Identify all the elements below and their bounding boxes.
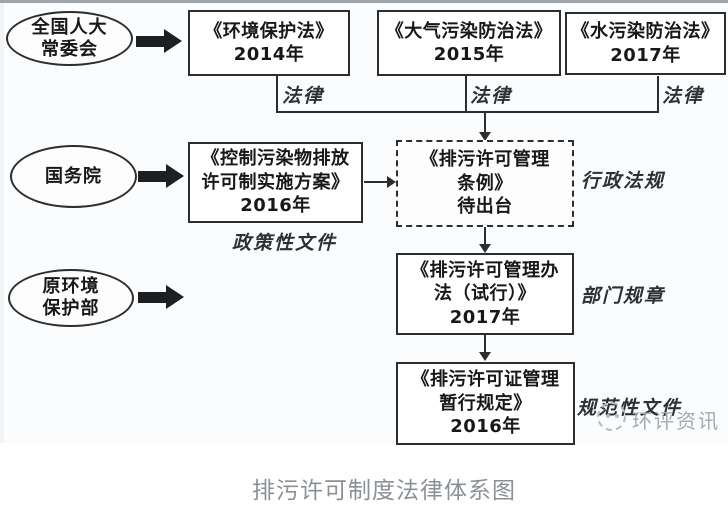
node-permit-management-regulation-pending: 《排污许可管理 条例》 待出台	[396, 140, 574, 227]
node-title: 《环境保护法》	[204, 20, 334, 42]
node-year: 2017年	[449, 306, 521, 328]
actor-label: 国务院	[45, 165, 102, 187]
node-title: 法（试行）》	[434, 283, 536, 305]
connector-line	[465, 76, 467, 113]
actor-label: 常委会	[41, 38, 98, 60]
arrow-down-icon	[479, 352, 491, 361]
category-label-administrative-regulation: 行政法规	[581, 170, 666, 192]
node-title: 《水污染防治法》	[571, 21, 720, 43]
arrow-down-icon	[479, 132, 491, 141]
node-pollution-permit-implementation-plan: 《控制污染物排放 许可制实施方案》 2016年	[188, 142, 363, 223]
connector-line	[484, 335, 486, 353]
node-title: 《排污许可管理	[420, 149, 550, 171]
node-permit-interim-provisions: 《排污许可证管理 暂行规定》 2016年	[396, 362, 575, 445]
arrow-down-icon	[479, 244, 491, 253]
node-year: 2014年	[233, 44, 305, 65]
actor-former-environment-ministry: 原环境 保护部	[8, 269, 134, 327]
node-year: 2016年	[240, 195, 311, 217]
connector-line	[364, 181, 388, 183]
thick-right-arrow-icon	[138, 164, 184, 188]
node-permit-management-measures-trial: 《排污许可管理办 法（试行）》 2017年	[396, 253, 574, 335]
node-year: 2015年	[433, 44, 505, 65]
connector-line	[484, 227, 486, 245]
actor-label: 全国人大	[31, 16, 108, 38]
edge-label-law-2: 法律	[470, 85, 513, 107]
connector-line	[276, 111, 659, 113]
node-title: 《大气污染防治法》	[385, 20, 553, 42]
edge-label-law-1: 法律	[282, 85, 325, 107]
logo-eye-dot	[606, 414, 610, 418]
top-border-strip	[0, 0, 728, 3]
category-label-departmental-rule: 部门规章	[581, 285, 666, 307]
connector-line	[657, 76, 659, 113]
node-air-pollution-law: 《大气污染防治法》 2015年	[377, 10, 561, 76]
edge-label-law-3: 法律	[662, 85, 705, 107]
node-status: 待出台	[457, 196, 513, 218]
logo-eye-dot	[615, 414, 619, 418]
category-label-policy-document: 政策性文件	[231, 232, 337, 254]
diagram-background	[0, 3, 728, 443]
thick-right-arrow-icon	[138, 285, 184, 309]
node-title: 《排污许可证管理	[411, 369, 560, 391]
connector-line	[276, 76, 278, 113]
thick-right-arrow-icon	[136, 29, 182, 53]
node-year: 2017年	[610, 44, 681, 66]
watermark-text: 环评资讯	[632, 409, 720, 433]
node-title: 许可制实施方案》	[201, 171, 350, 193]
watermark-logo-icon	[597, 402, 626, 431]
node-year: 2016年	[450, 416, 521, 438]
node-title: 《控制污染物排放	[201, 148, 350, 170]
diagram-caption: 排污许可制度法律体系图	[252, 478, 516, 504]
actor-label: 原环境	[42, 276, 100, 298]
actor-state-council: 国务院	[10, 145, 137, 208]
actor-label: 保护部	[42, 298, 100, 319]
node-water-pollution-law: 《水污染防治法》 2017年	[565, 12, 726, 75]
connector-line	[484, 113, 486, 133]
node-title: 《排污许可管理办	[411, 259, 559, 281]
actor-npc-standing-committee: 全国人大 常委会	[6, 11, 133, 66]
arrow-right-icon	[387, 176, 396, 188]
node-environmental-protection-law: 《环境保护法》 2014年	[188, 10, 350, 76]
node-title: 暂行规定》	[439, 392, 532, 414]
node-title: 条例》	[457, 172, 513, 194]
